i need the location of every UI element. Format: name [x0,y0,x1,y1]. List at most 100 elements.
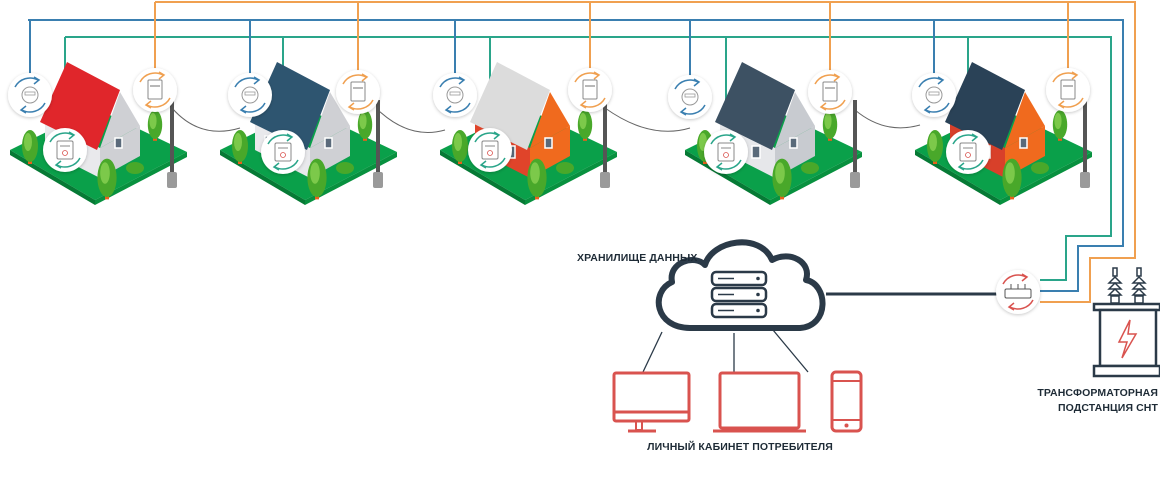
refresh-arc [234,77,259,88]
refresh-arc [139,72,164,83]
meter-badge [704,130,748,174]
arrow-head [593,71,601,80]
arrow-head [729,133,737,142]
heat-meter-icon [261,130,305,174]
refresh-arc [814,74,839,85]
refresh-arc [674,79,699,90]
meter-body [481,140,499,160]
refresh-arc [1059,97,1084,108]
bush [1031,162,1049,174]
bush [801,162,819,174]
refresh-arc [146,97,171,108]
meter-badge [261,130,305,174]
house [685,62,862,205]
heat-meter-icon [946,130,990,174]
arrow-head [1007,302,1015,311]
data-storage-label: ХРАНИЛИЩЕ ДАННЫХ [577,252,698,264]
meter-dial [723,152,729,158]
meter-body [147,79,163,100]
refresh-arc [267,134,292,145]
arrow-head [33,76,41,85]
server-led [756,276,760,281]
meter-badge [946,130,990,174]
tree-highlight [234,133,242,151]
insulator [1107,287,1123,296]
meter-body [822,81,838,102]
meter-counter [928,91,940,96]
utility-pole [170,100,174,180]
electric-data-wire [155,1,1136,303]
transformer-substation-icon [1092,267,1160,378]
arrow-head [923,105,931,114]
monitor-screen [612,371,691,423]
window [789,137,798,149]
power-line [171,107,921,133]
arrow-head [458,76,466,85]
refresh-arc [342,74,367,85]
server-led [756,308,760,313]
refresh-arc [49,132,74,143]
window [544,137,553,149]
insulator-base [1110,295,1120,304]
refresh-arc [574,72,599,83]
desktop-monitor-icon [612,371,691,433]
arrow-head [444,105,452,114]
substation-label-line1: ТРАНСФОРМАТОРНАЯ [1037,387,1158,399]
water-meter-icon [228,73,272,117]
house-roof [40,62,120,150]
bush [126,162,144,174]
water-meter-icon [912,73,956,117]
server-unit-icon [710,286,768,303]
tree-highlight [579,112,587,130]
pole-base [167,172,177,188]
refresh-arc [274,159,299,170]
server-unit-icon [710,270,768,287]
utility-pole [1083,100,1087,180]
arrow-head [715,162,723,171]
meter-dial [681,88,699,106]
laptop-icon [713,371,806,433]
meter-badge [568,68,612,112]
arrow-head [158,71,166,80]
house-roof [945,62,1025,150]
tree-highlight [929,133,937,151]
lawn-edge [305,152,397,205]
lawn-edge [770,152,862,205]
meter-badge [133,68,177,112]
meter-dial [241,86,259,104]
meter-dial [446,86,464,104]
router-body [1004,288,1032,299]
pole-base [373,172,383,188]
lightning-icon [1117,319,1138,359]
tree-highlight [24,133,32,151]
heat-meter-icon [704,130,748,174]
meter-body [717,142,735,162]
transformer-tank [1098,308,1158,368]
arrow-head [479,160,487,169]
transformer-base [1092,364,1160,378]
house-gable [100,92,140,148]
meter-dial [21,86,39,104]
refresh-arc [959,159,984,170]
house-gable [1005,92,1045,148]
window [324,137,333,149]
bush [556,162,574,174]
insulator [1131,287,1147,296]
pole-base [1080,172,1090,188]
consumer-account-label: ЛИЧНЫЙ КАБИНЕТ ПОТРЕБИТЕЛЯ [647,441,833,453]
house-gable [310,92,350,148]
window [114,137,123,149]
water-meter-icon [668,75,712,119]
refresh-arc [1009,299,1034,310]
tree-highlight [310,162,320,184]
pole-base [850,172,860,188]
electric-meter-icon [808,70,852,114]
meter-badge [808,70,852,114]
arrow-head [833,73,841,82]
arrow-head [68,131,76,140]
arrow-head [361,73,369,82]
meter-badge [468,128,512,172]
meter-badge [336,70,380,114]
water-data-wire [28,19,1124,292]
tree-highlight [530,162,540,184]
